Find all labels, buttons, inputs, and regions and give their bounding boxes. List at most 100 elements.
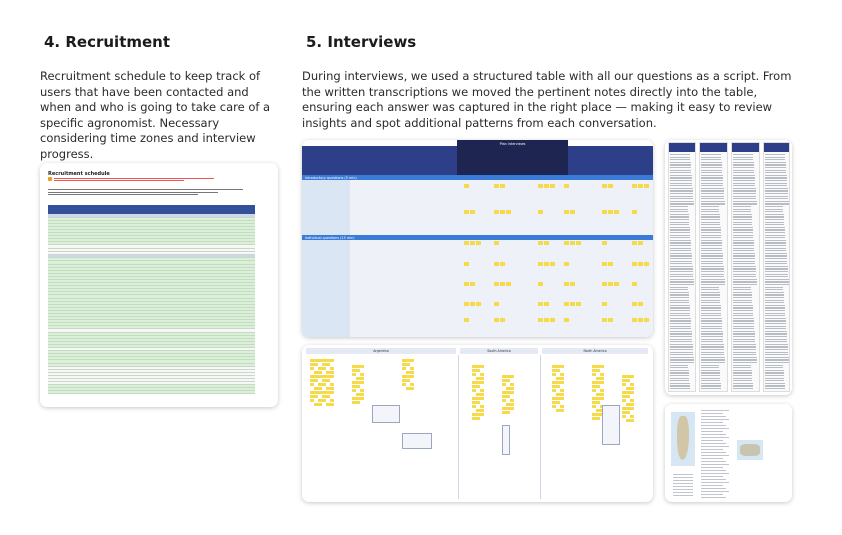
- sticky-note: [538, 241, 543, 245]
- sticky-note: [626, 379, 630, 382]
- sticky-note: [592, 369, 596, 372]
- table-row: [48, 341, 255, 345]
- text-line: [670, 375, 689, 377]
- text-line: [733, 242, 754, 244]
- sticky-note: [630, 407, 634, 410]
- sticky-note: [608, 282, 613, 286]
- text-line: [701, 356, 725, 358]
- table-row: [48, 248, 255, 252]
- sticky-note: [318, 359, 322, 362]
- text-line: [733, 226, 753, 228]
- text-line: [701, 323, 722, 325]
- text-line: [733, 367, 752, 369]
- text-line: [765, 385, 785, 387]
- text-line: [670, 187, 693, 189]
- text-line: [765, 380, 785, 382]
- sticky-note: [410, 375, 414, 378]
- text-line: [670, 312, 691, 314]
- text-line: [765, 242, 786, 244]
- text-line: [765, 247, 787, 249]
- sticky-note: [464, 210, 469, 214]
- text-line: [765, 268, 788, 270]
- introductory-rows: [302, 180, 653, 235]
- sticky-note: [356, 401, 360, 404]
- text-line: [701, 187, 724, 189]
- sticky-note: [406, 387, 410, 390]
- text-line: [670, 291, 689, 293]
- sticky-note: [410, 383, 414, 386]
- sticky-note: [510, 403, 514, 406]
- sticky-note: [494, 262, 499, 266]
- sticky-note: [326, 403, 330, 406]
- text-line: [733, 250, 755, 252]
- text-line: [701, 304, 721, 306]
- text-line: [701, 312, 722, 314]
- text-line: [701, 154, 721, 156]
- text-line: [765, 276, 789, 278]
- sticky-note: [326, 391, 330, 394]
- text-line: [733, 187, 756, 189]
- text-line: [733, 307, 753, 309]
- table-row: [48, 217, 255, 221]
- text-line: [670, 338, 693, 340]
- text-line: [670, 284, 694, 286]
- text-line: [670, 372, 689, 374]
- text-line: [733, 177, 755, 179]
- diagram-block: [372, 405, 400, 423]
- sticky-note: [626, 391, 630, 394]
- sticky-note: [592, 373, 596, 376]
- sticky-note: [310, 399, 314, 402]
- sticky-note: [330, 367, 334, 370]
- sticky-note: [480, 405, 484, 408]
- text-line: [670, 239, 691, 241]
- text-line: [670, 226, 690, 228]
- text-line: [670, 195, 694, 197]
- sticky-note: [632, 282, 637, 286]
- sticky-note: [480, 393, 484, 396]
- text-line: [701, 419, 729, 421]
- text-line: [765, 172, 787, 174]
- sticky-note: [318, 387, 322, 390]
- sticky-note: [510, 391, 514, 394]
- table-row: [48, 295, 255, 299]
- table-row: [48, 320, 255, 324]
- sticky-note: [602, 241, 607, 245]
- text-line: [670, 315, 691, 317]
- sticky-note: [506, 395, 510, 398]
- diagram-block: [402, 433, 432, 449]
- sticky-note: [552, 401, 556, 404]
- text-line: [670, 310, 690, 312]
- text-line: [733, 291, 752, 293]
- sticky-note: [600, 397, 604, 400]
- sticky-note: [352, 397, 356, 400]
- text-line: [765, 341, 788, 343]
- sticky-note: [592, 401, 596, 404]
- text-line: [670, 317, 691, 319]
- text-line: [670, 182, 693, 184]
- text-line: [670, 167, 691, 169]
- text-line: [701, 200, 725, 202]
- text-line: [765, 330, 787, 332]
- text-line: [765, 382, 785, 384]
- text-line: [701, 265, 724, 267]
- text-line: [670, 271, 693, 273]
- text-line: [765, 219, 784, 221]
- sticky-note: [476, 401, 480, 404]
- sticky-note: [480, 365, 484, 368]
- text-line: [670, 273, 694, 275]
- sticky-note: [510, 375, 514, 378]
- table-row: [48, 329, 255, 333]
- sticky-note: [318, 383, 322, 386]
- sticky-note: [556, 381, 560, 384]
- text-line: [670, 232, 690, 234]
- table-row: [48, 354, 255, 358]
- text-line: [765, 310, 785, 312]
- text-line: [765, 193, 788, 195]
- text-line: [733, 382, 753, 384]
- text-line: [733, 349, 756, 351]
- sticky-note: [600, 405, 604, 408]
- text-line: [701, 156, 722, 158]
- sticky-note: [630, 391, 634, 394]
- sticky-note: [544, 184, 549, 188]
- sticky-note: [550, 184, 555, 188]
